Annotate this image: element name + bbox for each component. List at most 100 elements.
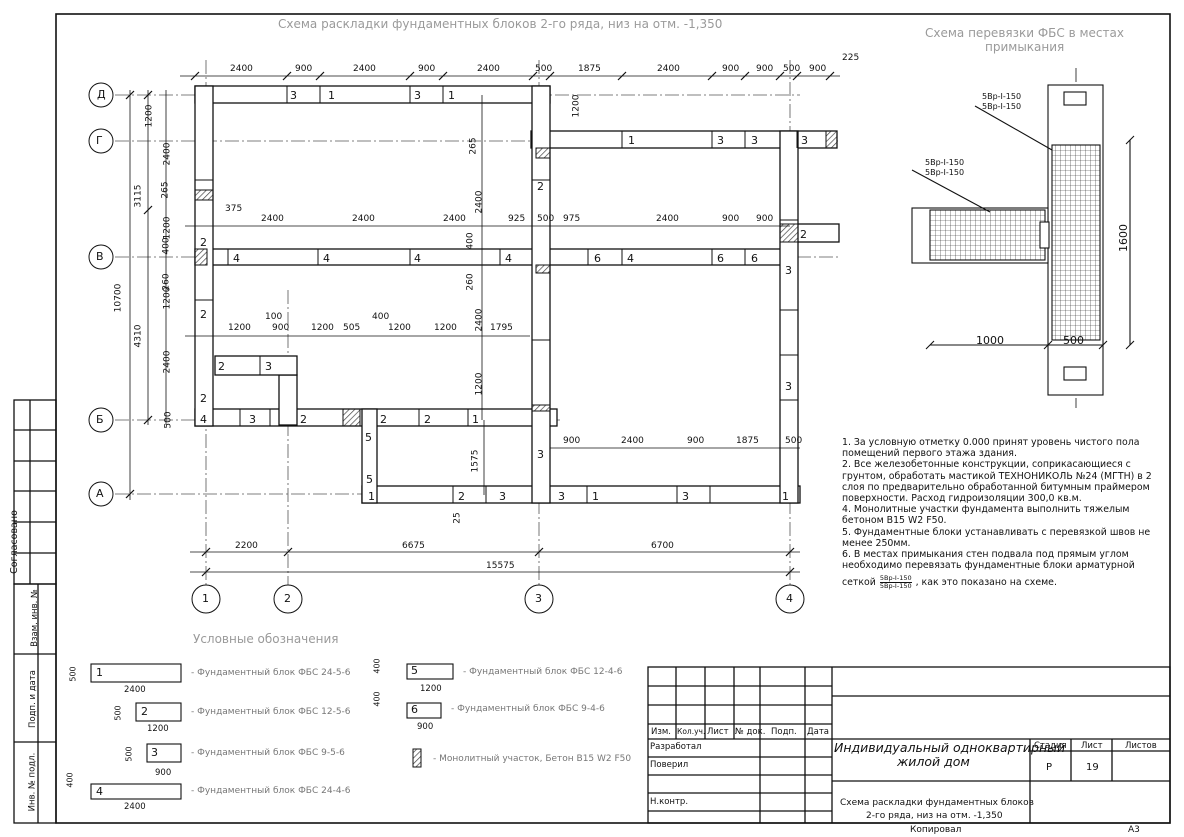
tb-format: А3 — [1128, 825, 1140, 835]
side-replace-inv: Взам. инв. № — [29, 589, 40, 647]
svg-text:3: 3 — [290, 89, 297, 102]
svg-text:2: 2 — [218, 360, 225, 373]
mesh-label: 5Вр-I-150 — [982, 102, 1022, 111]
detail-drawing — [911, 68, 1135, 408]
dim-text: 2400 — [656, 214, 679, 224]
tb-drawing-name-1: Схема раскладки фундаментных блоков — [840, 798, 1034, 808]
dim-text: 2400 — [261, 214, 284, 224]
dimension-ticks — [125, 71, 835, 577]
svg-text:2: 2 — [200, 392, 207, 405]
svg-text:1: 1 — [628, 134, 635, 147]
general-notes: 1. За условную отметку 0.000 принят уров… — [842, 437, 1152, 590]
svg-text:1: 1 — [448, 89, 455, 102]
legend-label: - Фундаментный блок ФБС 24-4-6 — [191, 786, 351, 796]
svg-text:6: 6 — [594, 252, 601, 265]
note-line: 4. Монолитные участки фундамента выполни… — [842, 504, 1130, 516]
title-block-grid — [647, 666, 1171, 824]
legend-dim: 900 — [155, 768, 172, 778]
dim-text: 500 — [783, 64, 801, 74]
svg-text:2: 2 — [424, 413, 431, 426]
legend-label: - Монолитный участок, Бетон B15 W2 F50 — [433, 754, 632, 764]
dim-text: 500 — [535, 64, 553, 74]
tb-header: Кол.уч. — [677, 727, 706, 736]
dim-text: 900 — [418, 64, 436, 74]
legend-num: 2 — [141, 705, 148, 718]
detail-title-1: Схема перевязки ФБС в местах — [925, 26, 1124, 40]
legend-dim: 400 — [65, 772, 75, 788]
dim-text: 400 — [465, 232, 476, 250]
legend-dim: 2400 — [124, 685, 146, 695]
dim-text: 15575 — [486, 561, 515, 571]
svg-text:5: 5 — [365, 431, 372, 444]
tb-stage-label: Стадия — [1034, 741, 1067, 751]
detail-title-2: примыкания — [985, 40, 1065, 54]
svg-text:6: 6 — [717, 252, 724, 265]
tb-header: Дата — [807, 727, 830, 737]
tb-header: Подп. — [771, 727, 797, 737]
dim-text: 900 — [722, 64, 740, 74]
dim-text: 2400 — [353, 64, 376, 74]
axis-label-3: 3 — [535, 592, 542, 605]
dim-text: 3115 — [133, 184, 144, 208]
note-line: 2. Все железобетонные конструкции, сопри… — [842, 459, 1131, 471]
legend-dim: 400 — [372, 691, 382, 707]
legend-symbols — [90, 663, 454, 800]
note-line: поверхности. Расход гидроизоляции 300,0 … — [842, 493, 1082, 505]
side-sign-date: Подп. и дата — [27, 670, 38, 728]
dim-text: 1200 — [162, 216, 173, 240]
dim-text: 500 — [163, 411, 174, 429]
svg-text:2: 2 — [537, 180, 544, 193]
dim-text: 2200 — [235, 541, 258, 551]
dim-text: 2400 — [657, 64, 680, 74]
dim-text: 25 — [452, 512, 463, 524]
note-line: сеткой 5Вр-I-150 5Вр-I-150 , как это пок… — [842, 575, 1152, 590]
svg-text:3: 3 — [682, 490, 689, 503]
legend-label: - Фундаментный блок ФБС 24-5-6 — [191, 668, 351, 678]
dim-text: 900 — [687, 436, 705, 446]
note-line: 6. В местах примыкания стен подвала под … — [842, 549, 1129, 561]
tb-project-2: жилой дом — [897, 754, 970, 769]
dim-text: 2400 — [621, 436, 644, 446]
dim-text: 2400 — [474, 308, 485, 332]
dim-text: 265 — [468, 137, 479, 155]
dim-text: 900 — [756, 64, 774, 74]
svg-text:3: 3 — [414, 89, 421, 102]
axis-label-4: 4 — [786, 592, 793, 605]
detail-dim-500: 500 — [1063, 334, 1084, 347]
fraction-top: 5Вр-I-150 — [879, 574, 912, 584]
tb-copied: Копировал — [910, 825, 962, 835]
note-line-start: сеткой — [842, 577, 876, 589]
legend-label: - Фундаментный блок ФБС 9-4-6 — [451, 704, 605, 714]
dim-text: 260 — [465, 273, 476, 291]
block-joints — [195, 86, 798, 503]
note-line: 1. За условную отметку 0.000 принят уров… — [842, 437, 1140, 448]
svg-text:3: 3 — [499, 490, 506, 503]
legend-num: 4 — [96, 785, 103, 798]
legend-label: - Фундаментный блок ФБС 12-5-6 — [191, 707, 351, 717]
tb-header: Изм. — [651, 727, 671, 737]
legend-label: - Фундаментный блок ФБС 12-4-6 — [463, 667, 623, 677]
dim-text: 900 — [722, 214, 740, 224]
svg-text:3: 3 — [537, 448, 544, 461]
legend-dim: 400 — [372, 658, 382, 674]
side-inv-orig: Инв. № подл. — [27, 752, 38, 812]
plan-title: Схема раскладки фундаментных блоков 2-го… — [278, 17, 723, 31]
svg-text:1: 1 — [328, 89, 335, 102]
svg-text:3: 3 — [785, 380, 792, 393]
dim-text: 1200 — [228, 323, 251, 333]
dim-text: 400 — [372, 312, 390, 322]
dim-text: 1200 — [388, 323, 411, 333]
mesh-fraction: 5Вр-I-150 5Вр-I-150 — [879, 574, 912, 590]
note-line: помещений первого этажа здания. — [842, 448, 1017, 460]
dim-text: 2400 — [162, 350, 173, 374]
mesh-label: 5Вр-I-150 — [925, 168, 965, 177]
dim-text: 2400 — [352, 214, 375, 224]
dim-text: 4310 — [133, 324, 144, 348]
dim-text: 1875 — [736, 436, 759, 446]
svg-text:2: 2 — [800, 228, 807, 241]
axis-label-G: Г — [96, 134, 103, 147]
legend-num: 6 — [411, 703, 418, 716]
mesh-label: 5Вр-I-150 — [925, 158, 965, 167]
side-stamp — [13, 399, 57, 824]
